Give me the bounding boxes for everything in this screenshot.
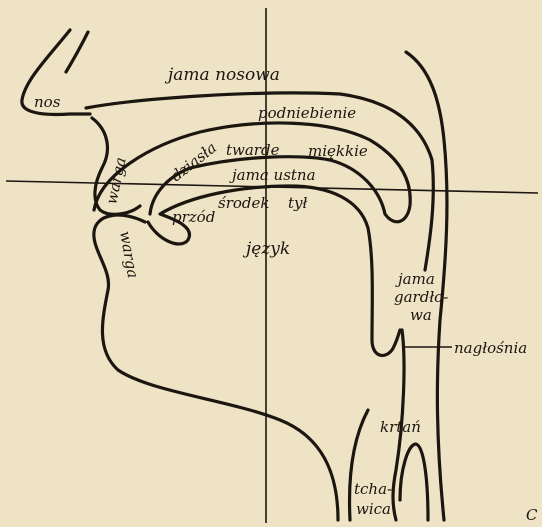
label-epiglottis: nagłośnia: [454, 339, 527, 357]
corner-mark: C: [526, 506, 538, 524]
label-larynx: krtań: [380, 418, 421, 436]
trachea-outline: [400, 444, 428, 520]
label-upper-lip: warga: [102, 156, 129, 206]
label-hard-palate: twarde: [226, 141, 280, 159]
nose-tip-stroke: [66, 32, 88, 72]
label-soft-palate: miękkie: [308, 142, 368, 160]
label-tongue-back: tył: [288, 194, 308, 212]
label-oral-cavity: jama ustna: [229, 166, 316, 184]
label-tongue: język: [242, 239, 290, 259]
label-palate: podniebienie: [258, 104, 356, 122]
label-nose: nos: [34, 93, 61, 111]
label-lower-lip: warga: [116, 230, 142, 280]
label-tongue-middle: środek: [218, 194, 269, 212]
label-nasal-cavity: jama nosowa: [164, 65, 280, 85]
label-pharynx-line-1: jama: [395, 270, 435, 288]
label-tongue-front: przód: [172, 208, 215, 226]
label-trachea-line-2: wica: [356, 500, 391, 518]
label-pharynx-line-2: gardło-: [394, 288, 448, 306]
label-trachea-line-1: tcha-: [354, 480, 392, 498]
label-pharynx-line-3: wa: [410, 306, 432, 324]
